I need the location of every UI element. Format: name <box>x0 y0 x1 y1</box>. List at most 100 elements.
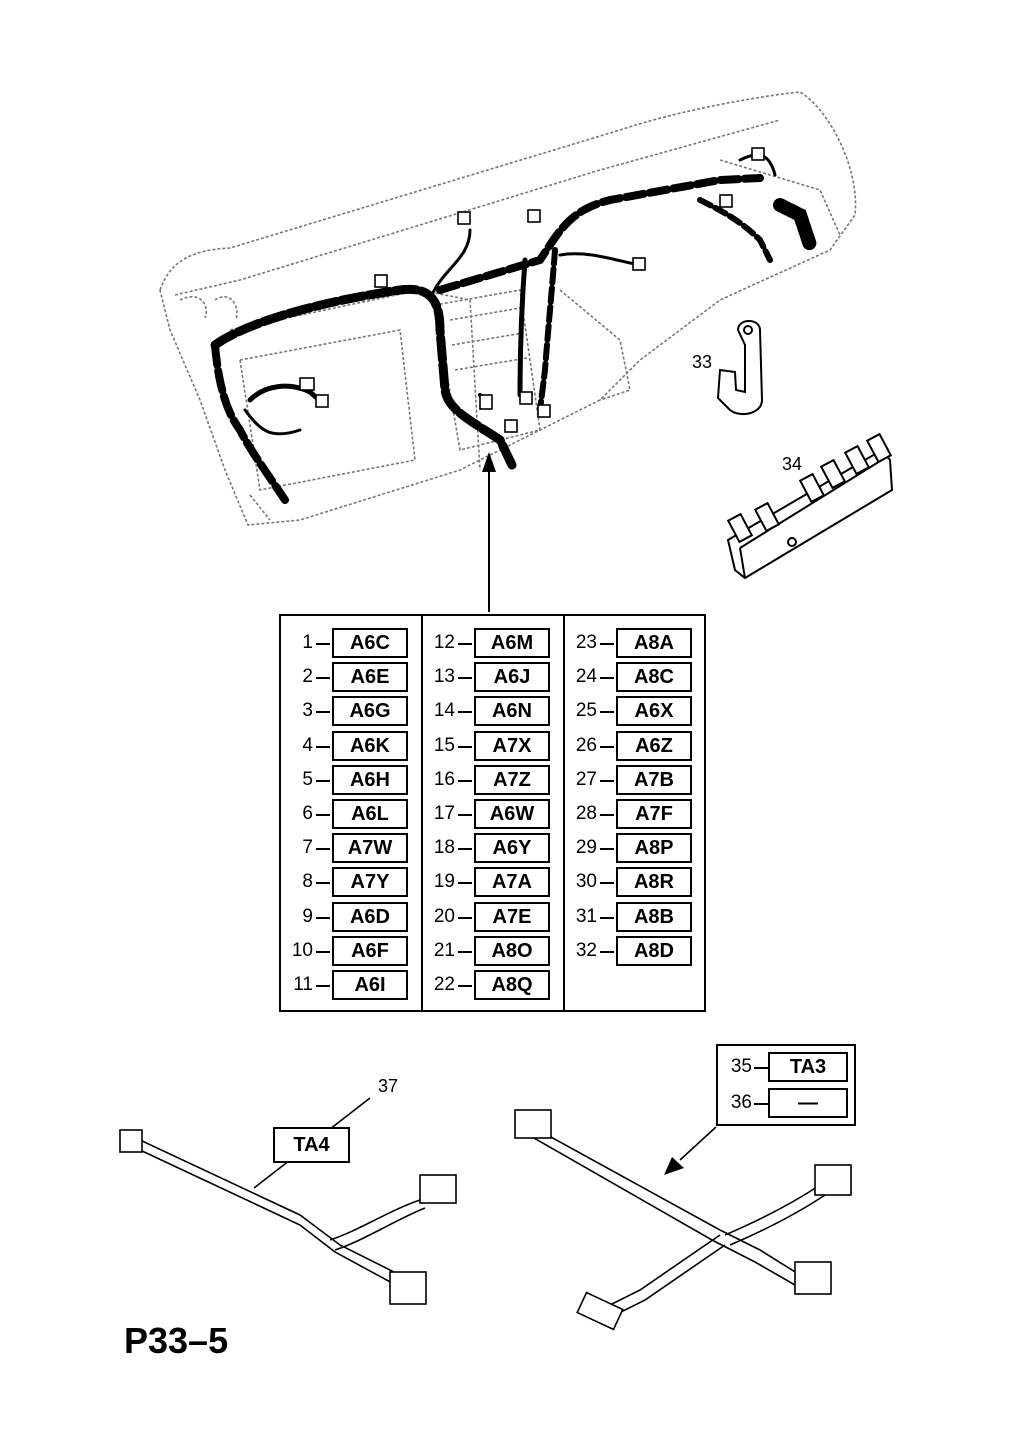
part-code: A7W <box>332 833 408 864</box>
item-number: 23 <box>575 632 597 653</box>
part-code: A7Y <box>332 867 408 898</box>
leader-line <box>316 779 330 782</box>
leader-line <box>316 950 330 953</box>
item-number: 17 <box>433 803 455 824</box>
harness-right-ta3 <box>514 1109 852 1331</box>
item-number: 29 <box>575 837 597 859</box>
leader-line <box>458 745 472 748</box>
part-code: A7Z <box>474 764 550 795</box>
leader-line <box>458 848 472 851</box>
code-row: 30 A8R <box>567 867 702 898</box>
leader-line <box>600 677 614 680</box>
part-code: A6M <box>474 628 550 658</box>
leader-line <box>600 711 614 714</box>
part-code: A8A <box>616 628 692 658</box>
item-number: 36 <box>730 1092 752 1113</box>
leader-line <box>458 950 472 953</box>
part-code: A7B <box>616 764 692 795</box>
leader-line <box>316 848 330 851</box>
code-row: 18 A6Y <box>425 833 560 864</box>
item-number: 1 <box>302 632 313 653</box>
leader-line <box>458 916 472 919</box>
leader-line <box>316 882 330 885</box>
leader-line <box>754 1103 768 1105</box>
part-code: A8Q <box>474 970 550 1000</box>
code-row: 10 A6F <box>283 935 418 966</box>
code-row: 23 A8A <box>567 628 702 658</box>
leader-line <box>316 711 330 714</box>
item-number: 26 <box>575 734 597 756</box>
item-number: 12 <box>433 632 455 653</box>
code-row: 12 A6M <box>425 628 560 658</box>
pointer-arrow-right-harness <box>664 1157 684 1175</box>
part-code: A7E <box>474 901 550 932</box>
pointer-arrow-harness <box>482 452 496 612</box>
harness-left-code-box: TA4 <box>273 1127 350 1163</box>
part-code: A8B <box>616 901 692 932</box>
part-code: A8C <box>616 662 692 693</box>
code-row: 17 A6W <box>425 799 560 829</box>
part-code: A6K <box>332 730 408 761</box>
part-code: A6G <box>332 696 408 727</box>
table-column-divider <box>563 616 565 1010</box>
leader-line <box>600 916 614 919</box>
item-number: 19 <box>433 871 455 893</box>
part-code: A6Y <box>474 833 550 864</box>
harness-left-label: 37 <box>378 1076 398 1096</box>
item-number: 11 <box>293 974 313 995</box>
part-code: A6H <box>332 764 408 795</box>
leader-line <box>458 677 472 680</box>
part-code: A8P <box>616 833 692 864</box>
part-code: A6Z <box>616 730 692 761</box>
leader-line <box>600 779 614 782</box>
item-number: 18 <box>433 837 455 859</box>
leader-line <box>458 882 472 885</box>
leader-line <box>600 882 614 885</box>
item-number: 28 <box>575 803 597 824</box>
leader-line <box>754 1067 768 1069</box>
clip-label: 33 <box>692 352 712 372</box>
item-number: 6 <box>302 803 313 824</box>
part-code: A6F <box>332 935 408 966</box>
leader-line <box>458 814 472 816</box>
code-row: 27 A7B <box>567 764 702 795</box>
part-code: A8R <box>616 867 692 898</box>
dashboard-outline <box>159 91 857 526</box>
item-number: 15 <box>433 734 455 756</box>
part-code: A6D <box>332 901 408 932</box>
item-number: 31 <box>575 905 597 927</box>
leader-line <box>600 814 614 816</box>
leader-line <box>316 814 330 816</box>
bracket-part-34 <box>726 432 894 580</box>
item-number: 2 <box>302 666 313 688</box>
item-number: 30 <box>575 871 597 893</box>
part-code: A6W <box>474 799 550 829</box>
bracket-label: 34 <box>782 454 802 474</box>
leader-line <box>316 985 330 987</box>
code-row: 19 A7A <box>425 867 560 898</box>
item-number: 4 <box>302 734 313 756</box>
item-number: 27 <box>575 768 597 790</box>
part-code: A7A <box>474 867 550 898</box>
part-code: A6J <box>474 662 550 693</box>
code-row: 31 A8B <box>567 901 702 932</box>
part-code: A6X <box>616 696 692 727</box>
table-column-divider <box>421 616 423 1010</box>
part-code: A8D <box>616 935 692 966</box>
item-number: 10 <box>291 939 313 961</box>
